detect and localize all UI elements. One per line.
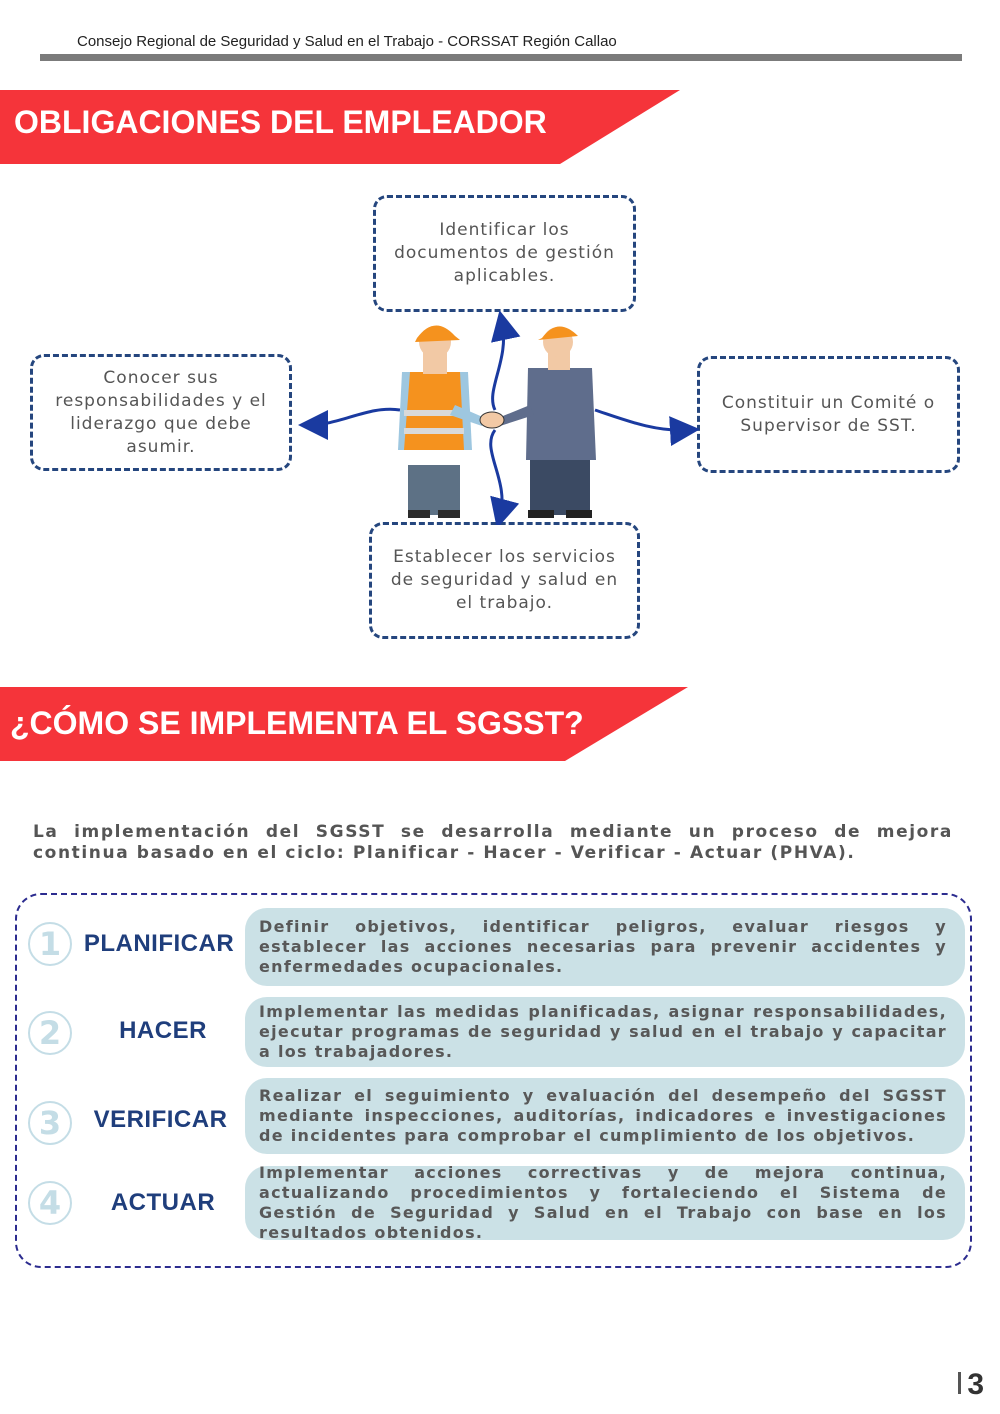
- arrow-up: [491, 310, 521, 411]
- header-org: Consejo Regional de Seguridad y Salud en…: [77, 33, 617, 50]
- handshake-workers-illustration: [298, 310, 700, 525]
- obligation-right-box: Constituir un Comité o Supervisor de SST…: [697, 356, 960, 473]
- obligation-right-text: Constituir un Comité o Supervisor de SST…: [721, 392, 936, 436]
- arrow-right: [594, 408, 700, 447]
- obligation-left-text: Conocer sus responsabilidades y el lider…: [55, 367, 267, 457]
- obligation-top-box: Identificar los documentos de gestión ap…: [373, 195, 636, 312]
- step-1-desc: Definir objetivos, identificar peligros,…: [245, 908, 965, 986]
- obligation-bottom-text: Establecer los servicios de seguridad y …: [390, 547, 619, 613]
- section2-banner: ¿CÓMO SE IMPLEMENTA EL SGSST?: [0, 687, 700, 761]
- step-3-desc: Realizar el seguimiento y evaluación del…: [245, 1078, 965, 1154]
- arrow-down: [489, 429, 520, 525]
- worker-left: [398, 325, 485, 518]
- phva-container: [15, 893, 972, 1268]
- section1-title: OBLIGACIONES DEL EMPLEADOR: [14, 104, 547, 140]
- section1-banner: OBLIGACIONES DEL EMPLEADOR: [0, 90, 700, 164]
- step-2-number: 2: [28, 1011, 72, 1055]
- step-3-number: 3: [28, 1101, 72, 1145]
- header-rule: [40, 54, 962, 61]
- step-2-desc: Implementar las medidas planificadas, as…: [245, 997, 965, 1067]
- step-4-desc: Implementar acciones correctivas y de me…: [245, 1163, 965, 1242]
- page-number: 3: [958, 1368, 984, 1402]
- step-1-name: PLANIFICAR: [83, 930, 235, 957]
- obligation-top-text: Identificar los documentos de gestión ap…: [394, 220, 615, 286]
- section2-intro: La implementación del SGSST se desarroll…: [33, 822, 953, 863]
- page-number-bar: [958, 1372, 962, 1395]
- worker-right: [498, 326, 596, 518]
- step-4-name: ACTUAR: [110, 1189, 216, 1216]
- step-4-number: 4: [28, 1181, 72, 1225]
- step-1-number: 1: [28, 922, 72, 966]
- step-2-name: HACER: [119, 1017, 207, 1044]
- step-3-name: VERIFICAR: [93, 1106, 228, 1133]
- obligation-left-box: Conocer sus responsabilidades y el lider…: [30, 354, 292, 471]
- obligation-bottom-box: Establecer los servicios de seguridad y …: [369, 522, 640, 639]
- section2-title: ¿CÓMO SE IMPLEMENTA EL SGSST?: [10, 705, 584, 741]
- arrow-left: [298, 407, 401, 440]
